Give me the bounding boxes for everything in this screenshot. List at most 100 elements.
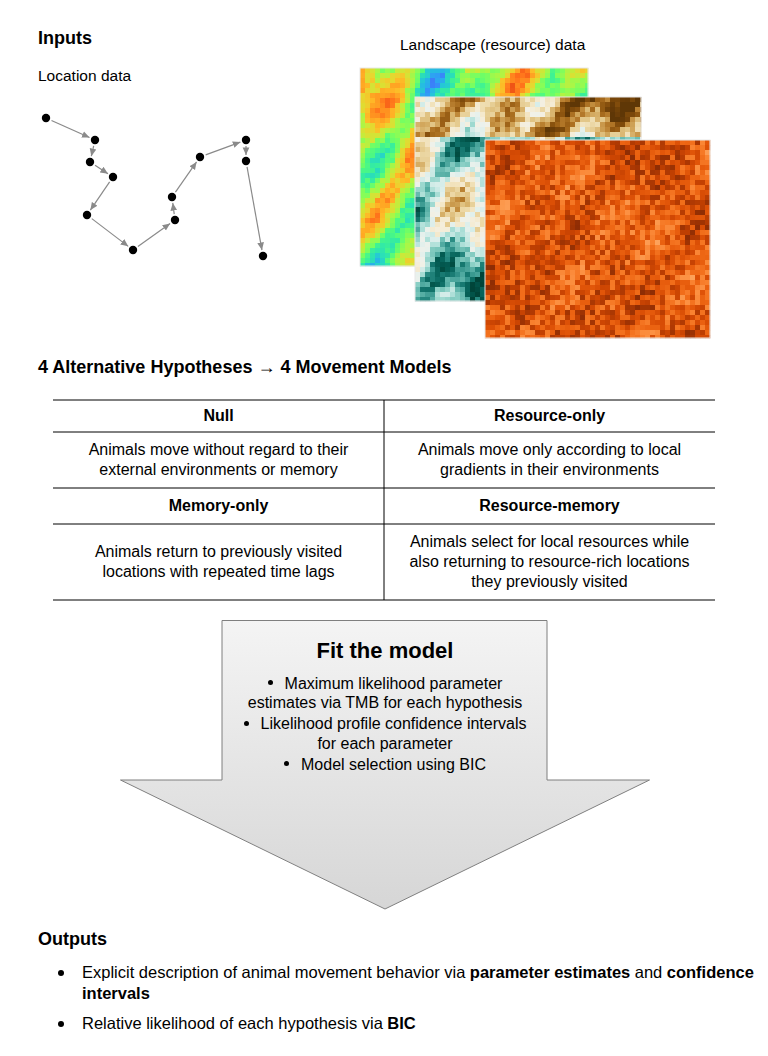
raster-cell: [620, 102, 625, 107]
raster-cell: [400, 258, 405, 263]
raster-cell: [535, 83, 540, 88]
raster-cell: [405, 213, 410, 218]
raster-cell: [500, 88, 505, 93]
raster-cell: [400, 118, 405, 123]
raster-cell: [375, 178, 380, 183]
raster-cell: [480, 97, 485, 102]
raster-cell: [395, 198, 400, 203]
raster-cell: [380, 113, 385, 118]
raster-cell: [360, 173, 365, 178]
raster-cell: [405, 238, 410, 243]
raster-cell: [485, 97, 490, 102]
raster-cell: [400, 88, 405, 93]
raster-cell: [540, 78, 545, 83]
raster-cell: [500, 83, 505, 88]
raster-cell: [365, 238, 370, 243]
raster-cell: [555, 102, 560, 107]
raster-cell: [395, 98, 400, 103]
raster-cell: [575, 68, 580, 73]
raster-cell: [400, 93, 405, 98]
raster-cell: [380, 258, 385, 263]
raster-cell: [520, 88, 525, 93]
raster-cell: [575, 107, 580, 112]
raster-cell: [455, 102, 460, 107]
landscape-rasters: [360, 68, 710, 338]
raster-cell: [425, 73, 430, 78]
raster-cell: [370, 153, 375, 158]
raster-cell: [455, 73, 460, 78]
raster-cell: [405, 78, 410, 83]
raster-cell: [390, 203, 395, 208]
raster-cell: [440, 102, 445, 107]
raster-cell: [400, 98, 405, 103]
raster-cell: [380, 223, 385, 228]
raster-cell: [385, 73, 390, 78]
raster-cell: [375, 173, 380, 178]
raster-cell: [405, 123, 410, 128]
raster-cell: [420, 102, 425, 107]
raster-cell: [485, 78, 490, 83]
raster-cell: [455, 68, 460, 73]
raster-cell: [375, 113, 380, 118]
raster-cell: [550, 83, 555, 88]
raster-cell: [510, 88, 515, 93]
raster-cell: [375, 83, 380, 88]
raster-cell: [575, 73, 580, 78]
raster-cell: [380, 213, 385, 218]
raster-cell: [385, 173, 390, 178]
raster-cell: [370, 73, 375, 78]
raster-cell: [360, 133, 365, 138]
raster-cell: [405, 158, 410, 163]
raster-cell: [445, 107, 450, 112]
raster-cell: [475, 97, 480, 102]
raster-cell: [360, 93, 365, 98]
raster-cell: [380, 193, 385, 198]
raster-cell: [385, 93, 390, 98]
raster-cell: [385, 243, 390, 248]
raster-cell: [380, 93, 385, 98]
raster-cell: [385, 218, 390, 223]
raster-cell: [455, 97, 460, 102]
raster-cell: [380, 198, 385, 203]
raster-cell: [565, 97, 570, 102]
raster-cell: [435, 88, 440, 93]
location-point: [109, 173, 117, 181]
raster-cell: [360, 78, 365, 83]
raster-cell: [520, 107, 525, 112]
raster-cell: [440, 88, 445, 93]
raster-cell: [420, 78, 425, 83]
raster-cell: [370, 88, 375, 93]
raster-cell: [550, 78, 555, 83]
raster-cell: [515, 88, 520, 93]
raster-cell: [445, 73, 450, 78]
raster-cell: [370, 93, 375, 98]
raster-cell: [520, 73, 525, 78]
raster-cell: [360, 68, 365, 73]
raster-cell: [395, 158, 400, 163]
track-arrow: [173, 203, 174, 214]
raster-cell: [395, 128, 400, 133]
raster-cell: [400, 163, 405, 168]
raster-cell: [510, 97, 515, 102]
raster-cell: [375, 168, 380, 173]
raster-cell: [535, 107, 540, 112]
raster-cell: [360, 128, 365, 133]
raster-cell: [405, 153, 410, 158]
location-point: [196, 153, 204, 161]
raster-cell: [385, 258, 390, 263]
raster-cell: [400, 123, 405, 128]
raster-cell: [430, 102, 435, 107]
raster-cell: [470, 83, 475, 88]
raster-cell: [525, 68, 530, 73]
raster-cell: [380, 188, 385, 193]
raster-cell: [585, 107, 590, 112]
track-arrow: [91, 146, 93, 156]
raster-cell: [385, 118, 390, 123]
raster-cell: [435, 78, 440, 83]
raster-cell: [365, 163, 370, 168]
raster-cell: [485, 107, 490, 112]
raster-cell: [360, 213, 365, 218]
raster-cell: [380, 168, 385, 173]
raster-cell: [385, 113, 390, 118]
raster-cell: [430, 68, 435, 73]
